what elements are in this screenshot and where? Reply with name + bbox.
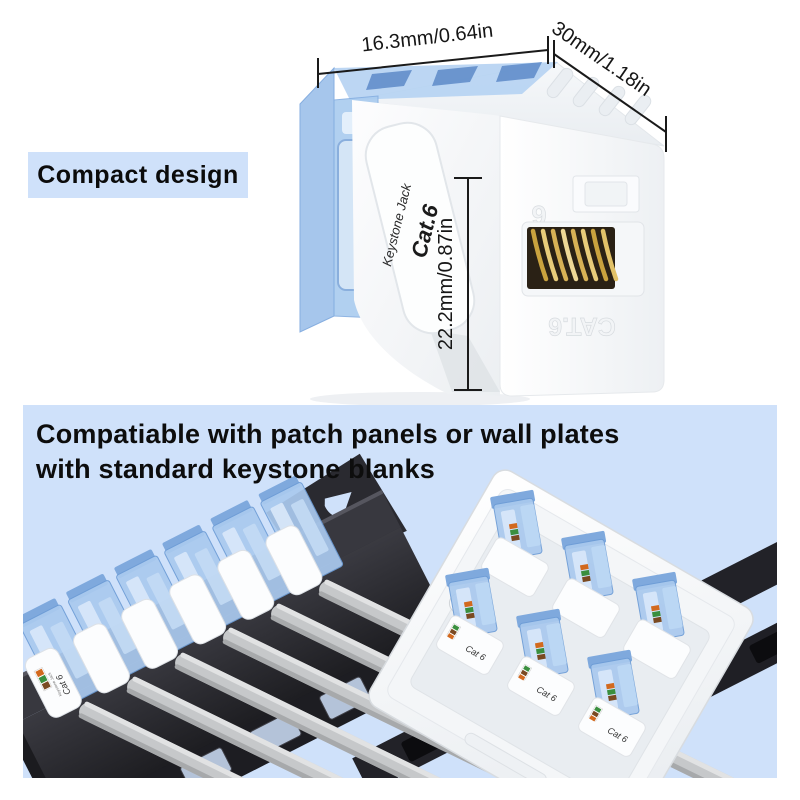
panel-jack (114, 549, 199, 669)
panel-jack: Keystone Jack Cat 6 (23, 598, 103, 718)
wall-plate-jack: Cat 6 (436, 567, 504, 675)
gold-pins (530, 228, 619, 282)
panel-keyhole-icon (324, 492, 352, 519)
punchdown-caps (366, 62, 542, 90)
keystone-notch (572, 175, 640, 213)
dimension-annotations (317, 36, 667, 391)
dim-width-line (317, 36, 549, 88)
wall-plate-jack: Cat 6 (507, 608, 575, 716)
dim-height-label: 22.2mm/0.87in (435, 218, 457, 350)
heading-line-1: Compatiable with patch panels or wall pl… (36, 419, 620, 449)
dim-depth-line (553, 40, 667, 152)
jack-brand-plate (364, 121, 476, 335)
panel-jack (258, 476, 344, 596)
keystone-jack-product: Keystone Jack Cat.6 6 (299, 61, 665, 405)
compatibility-panel: Keystone Jack Cat 6 (23, 405, 777, 778)
panel-jacks: Keystone Jack Cat 6 (23, 476, 344, 718)
heading-line-2: with standard keystone blanks (36, 454, 435, 484)
panel-jack (66, 574, 151, 694)
jack-top-ridges (546, 67, 652, 126)
wall-plate-jack (623, 571, 691, 679)
keystone-jack-illustration: Keystone Jack Cat.6 6 (299, 17, 667, 405)
wall-plate-jack (481, 489, 549, 597)
jack-color-sticker (33, 666, 53, 692)
side-shadow (430, 330, 500, 392)
wall-plate-slot (464, 732, 547, 778)
patch-cable (174, 652, 777, 778)
front-cat6-emboss: CAT.6 (548, 312, 616, 340)
patch-cable (126, 676, 777, 778)
dim-width-label: 16.3mm/0.64in (360, 20, 494, 57)
dim-height-line (454, 177, 482, 391)
panel-jack (210, 500, 295, 620)
panel-left-cap (23, 693, 81, 778)
panel-jack (162, 525, 247, 645)
wall-plate: Cat 6 (368, 469, 754, 778)
compatibility-illustration: Keystone Jack Cat 6 (23, 453, 777, 778)
wall-plate-jack (552, 530, 620, 638)
compact-design-badge: Compact design (28, 152, 248, 198)
product-shadow (310, 392, 530, 405)
badge-label: Compact design (37, 160, 239, 189)
compatibility-heading: Compatiable with patch panels or wall pl… (36, 417, 619, 487)
rj45-port (521, 221, 645, 297)
wall-plate-jack: Cat 6 (578, 649, 646, 757)
